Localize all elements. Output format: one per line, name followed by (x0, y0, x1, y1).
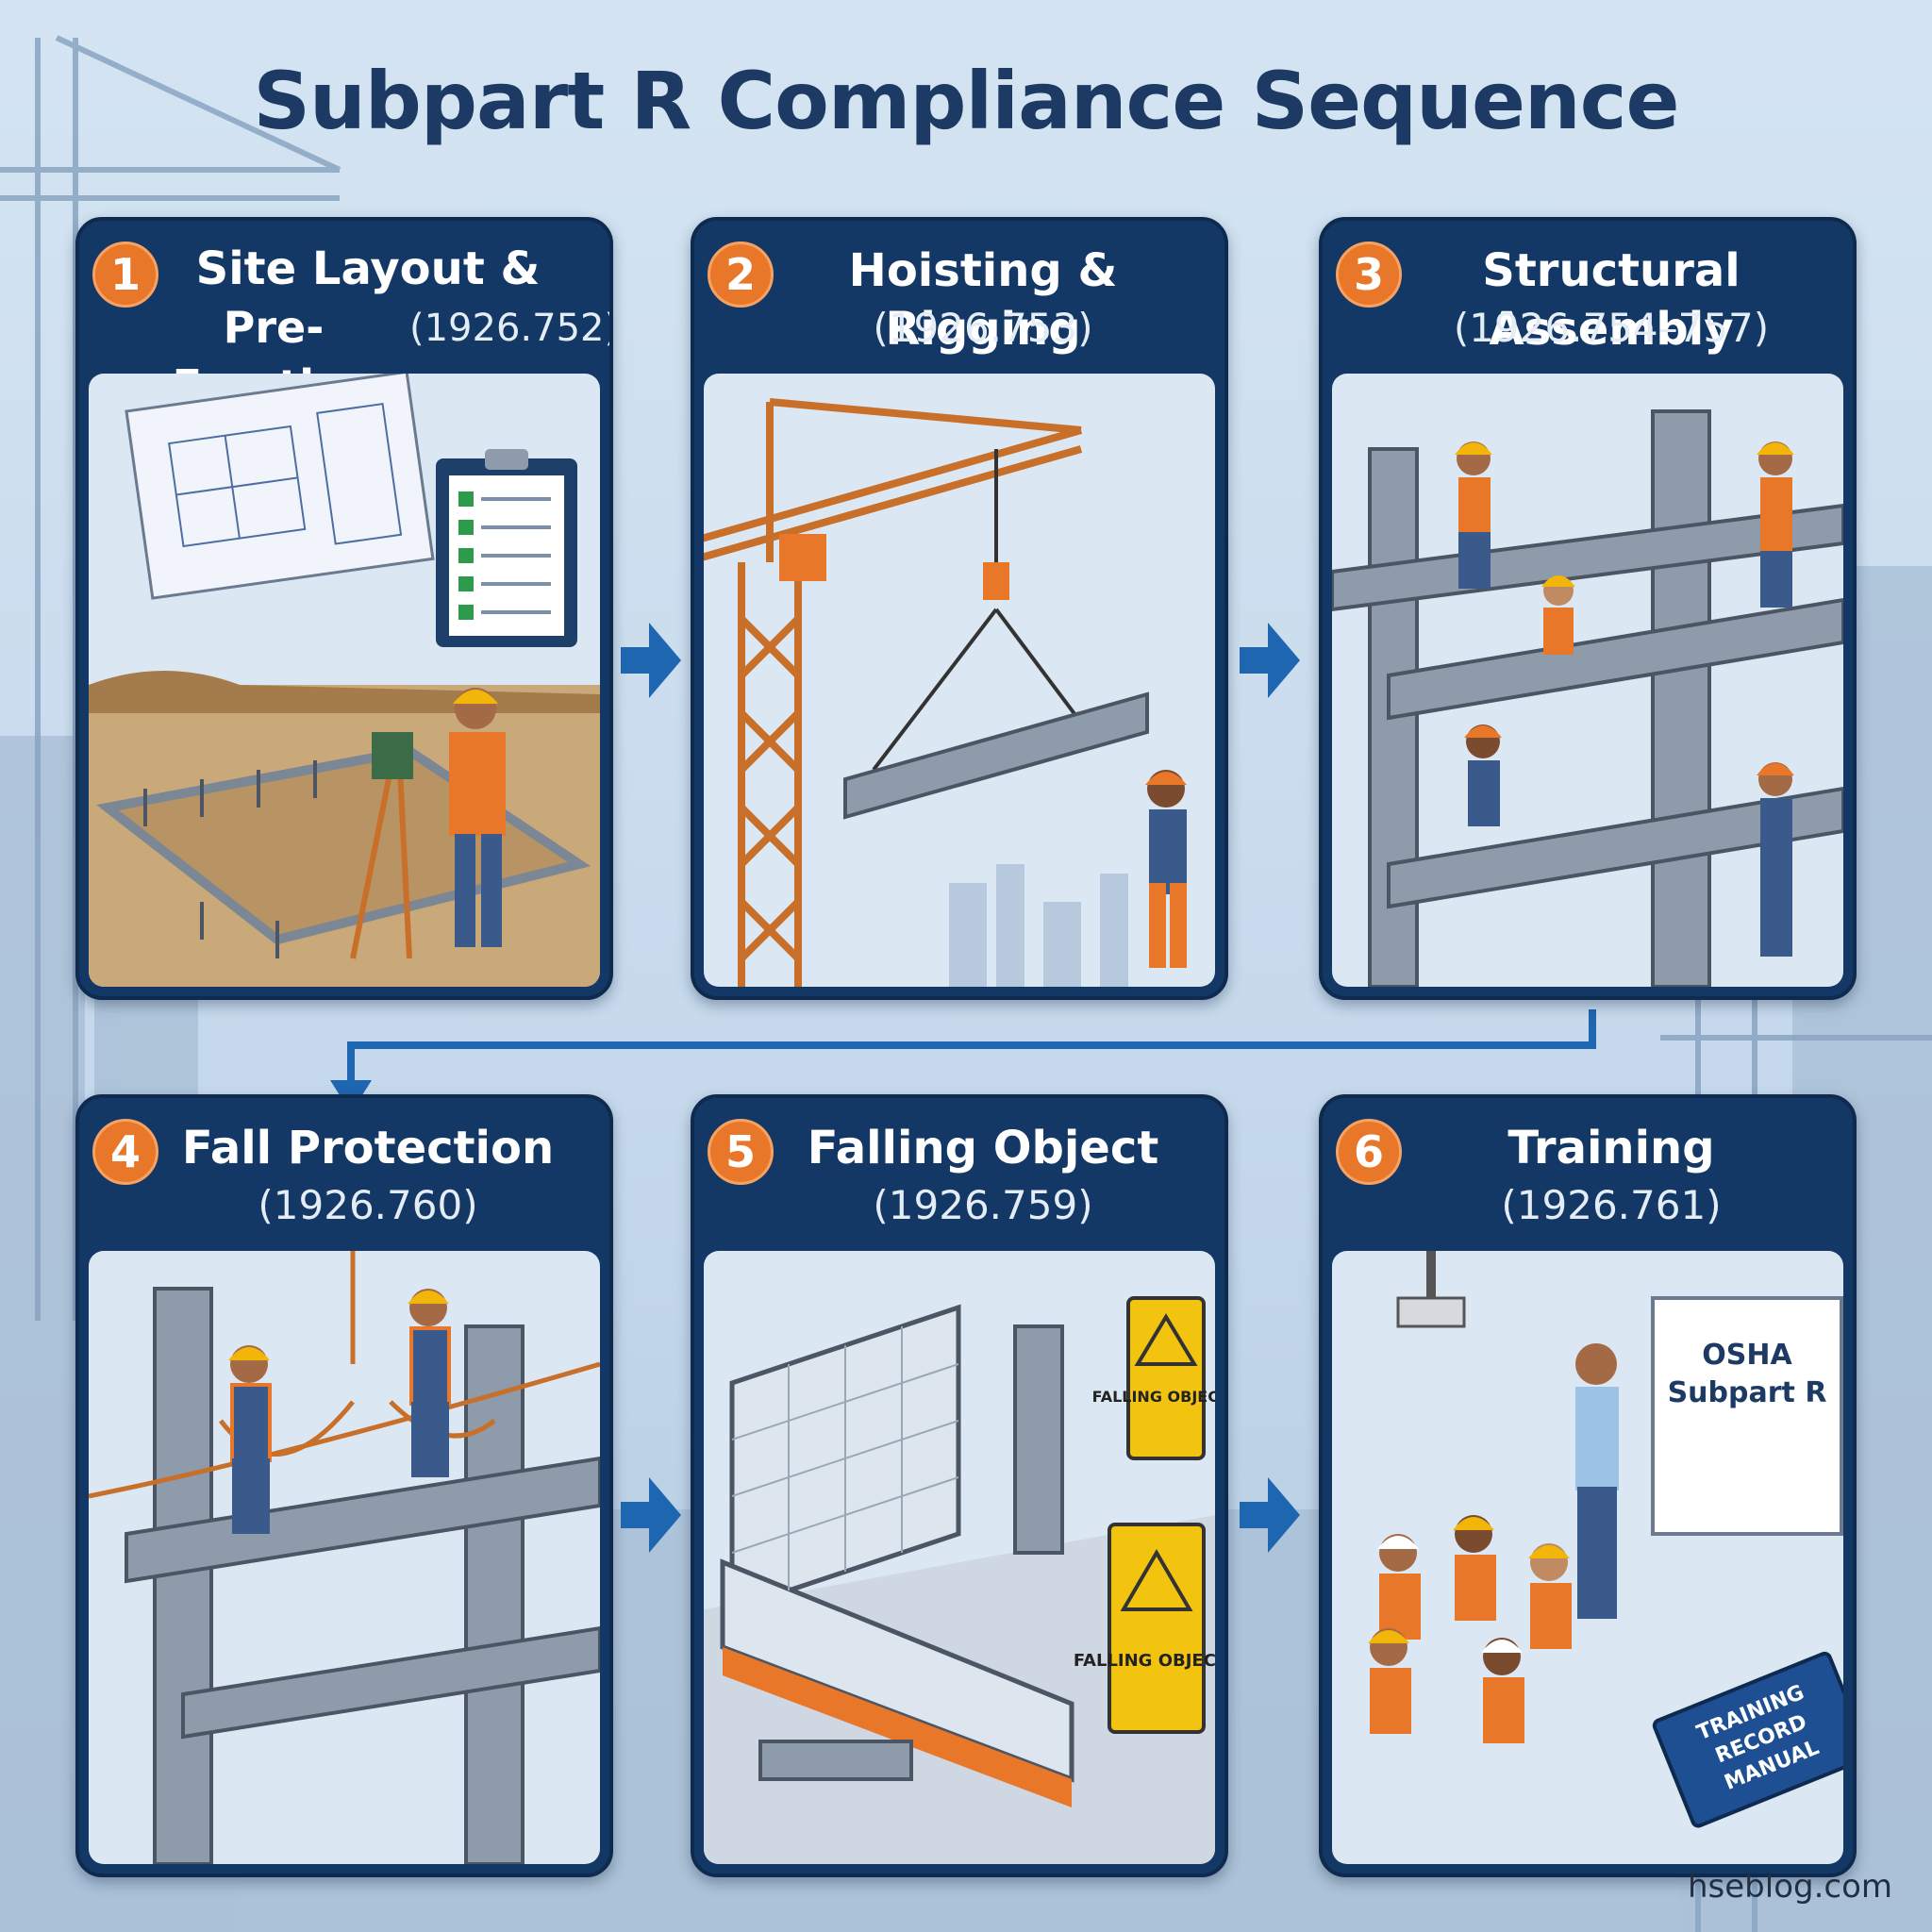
step-code: (1926.754–757) (1453, 305, 1770, 351)
step-number-badge: 4 (92, 1119, 158, 1185)
flow-arrow-right (621, 623, 681, 698)
step-title: Structural Assembly (1482, 244, 1740, 356)
step-card-5: 5 Falling Object (1926.759) FALLING OBJE… (691, 1094, 1228, 1877)
ironworkers (1455, 441, 1794, 957)
step-card-4: 4 Fall Protection (1926.760) (75, 1094, 613, 1877)
step-code: (1926.759) (873, 1182, 1093, 1228)
card-header: 3 Structural Assembly (1926.754–757) (1323, 221, 1853, 374)
projector-icon (1396, 1296, 1466, 1328)
instructor (1575, 1343, 1619, 1619)
card-header: 2 Hoisting & Rigging (1926.753) (694, 221, 1224, 374)
step-card-2: 2 Hoisting & Rigging (1926.753) (691, 217, 1228, 1000)
row-connector (347, 1009, 1596, 1085)
flow-arrow-right (1240, 623, 1300, 698)
worker-with-harness (408, 1289, 451, 1477)
card-header: 6 Training (1926.761) (1323, 1098, 1853, 1251)
falling-object-illustration: FALLING OBJECTS FALLING OBJECTS (704, 1251, 1215, 1864)
structural-assembly-illustration (1332, 374, 1843, 987)
step-card-3: 3 Structural Assembly (1926.754–757) (1319, 217, 1857, 1000)
step-number-badge: 3 (1336, 242, 1402, 308)
training-illustration: OSHA Subpart R TRAINING RECORD MANUAL (1332, 1251, 1843, 1864)
step-code: (1926.752) (409, 307, 613, 350)
warning-sign: FALLING OBJECTS (1092, 1296, 1215, 1460)
step-title: Training (1507, 1122, 1715, 1174)
steel-beam (843, 691, 1149, 820)
worker-with-harness (228, 1345, 272, 1534)
whiteboard: OSHA Subpart R (1651, 1296, 1843, 1536)
step-number-badge: 2 (708, 242, 774, 308)
steel-frame (1332, 409, 1843, 987)
flow-arrow-right (1240, 1477, 1300, 1553)
step-card-1: 1 Site Layout & Pre-Erection (1926.752) (75, 217, 613, 1000)
tower-crane (704, 398, 1083, 987)
sign-text: FALLING OBJECTS (1092, 1388, 1215, 1406)
clipboard-icon (436, 449, 577, 647)
step-number-badge: 5 (708, 1119, 774, 1185)
flow-arrow-right (621, 1477, 681, 1553)
step-code: (1926.760) (258, 1182, 478, 1228)
warning-sign: FALLING OBJECTS (1074, 1523, 1215, 1734)
step-title: Site Layout & (195, 242, 541, 295)
card-header: 1 Site Layout & Pre-Erection (1926.752) (79, 221, 613, 411)
fall-protection-illustration (89, 1251, 600, 1864)
toe-board (723, 1647, 1072, 1807)
card-header: 5 Falling Object (1926.759) (694, 1098, 1224, 1251)
steel-frame (125, 1287, 600, 1864)
site-layout-illustration (89, 374, 600, 987)
step-code: (1926.761) (1501, 1182, 1722, 1228)
step-number-badge: 6 (1336, 1119, 1402, 1185)
step-title: Falling Object (807, 1122, 1159, 1174)
trainees (1368, 1515, 1572, 1743)
step-title: Fall Protection (181, 1122, 555, 1174)
card-header: 4 Fall Protection (1926.760) (79, 1098, 609, 1251)
step-card-6: 6 Training (1926.761) OSHA Subpart R (1319, 1094, 1857, 1877)
crane-illustration (704, 374, 1215, 987)
footer-watermark: hseblog.com (1687, 1868, 1892, 1906)
step-code: (1926.753) (873, 305, 1093, 351)
training-manual: TRAINING RECORD MANUAL (1652, 1651, 1843, 1828)
sign-text: FALLING OBJECTS (1074, 1651, 1215, 1671)
svg-text:Subpart R: Subpart R (1668, 1376, 1827, 1409)
step-title: Hoisting & Rigging (848, 244, 1118, 356)
page-title: Subpart R Compliance Sequence (253, 55, 1679, 147)
surveyor-worker (350, 688, 506, 959)
svg-text:OSHA: OSHA (1702, 1339, 1792, 1372)
rigger-worker (1145, 770, 1187, 968)
step-number-badge: 1 (92, 242, 158, 308)
